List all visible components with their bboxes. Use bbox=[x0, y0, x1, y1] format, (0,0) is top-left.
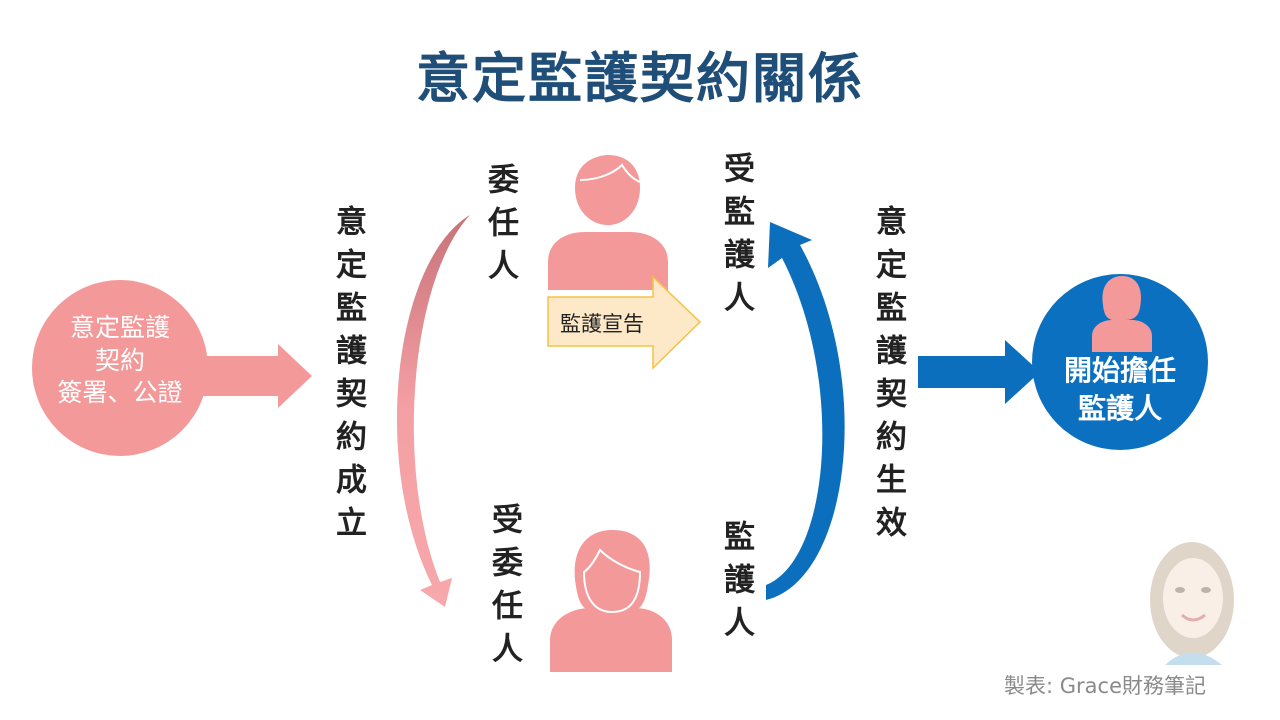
right-circle bbox=[1032, 274, 1208, 450]
left-circle-text: 意定監護 契約 簽署、公證 bbox=[32, 312, 208, 410]
pink-curved-arrow bbox=[396, 215, 470, 607]
right-circle-line: 開始擔任 bbox=[1063, 354, 1176, 387]
left-circle-line: 簽署、公證 bbox=[57, 378, 183, 407]
pink-right-arrow bbox=[200, 344, 312, 408]
left-circle-line: 意定監護 bbox=[69, 313, 170, 342]
contract-effective-label: 意定監護契約生效 bbox=[870, 205, 906, 549]
page-title: 意定監護契約關係 bbox=[416, 47, 864, 110]
blue-right-arrow bbox=[918, 340, 1040, 404]
right-circle-line: 監護人 bbox=[1077, 391, 1162, 425]
principal-person-icon bbox=[548, 155, 668, 290]
contract-formed-label: 意定監護契約成立 bbox=[330, 205, 366, 549]
author-avatar-illustration bbox=[1150, 542, 1234, 665]
right-circle-text: 開始擔任 監護人 bbox=[1032, 352, 1208, 428]
guardianship-declaration-label: 監護宣告 bbox=[560, 312, 644, 336]
agent-person-icon bbox=[550, 530, 672, 672]
blue-curved-arrow bbox=[766, 222, 845, 600]
principal-label: 委任人 bbox=[482, 163, 518, 292]
guardianship-declaration-arrow bbox=[547, 275, 702, 370]
agent-label: 受委任人 bbox=[486, 503, 522, 675]
guardian-label: 監護人 bbox=[718, 520, 754, 649]
left-circle-line: 契約 bbox=[94, 345, 145, 375]
guardian-person-icon bbox=[1092, 276, 1152, 352]
footer-credit: 製表: Grace財務筆記 bbox=[1004, 674, 1206, 698]
ward-label: 受監護人 bbox=[718, 152, 754, 324]
left-circle bbox=[32, 280, 208, 456]
